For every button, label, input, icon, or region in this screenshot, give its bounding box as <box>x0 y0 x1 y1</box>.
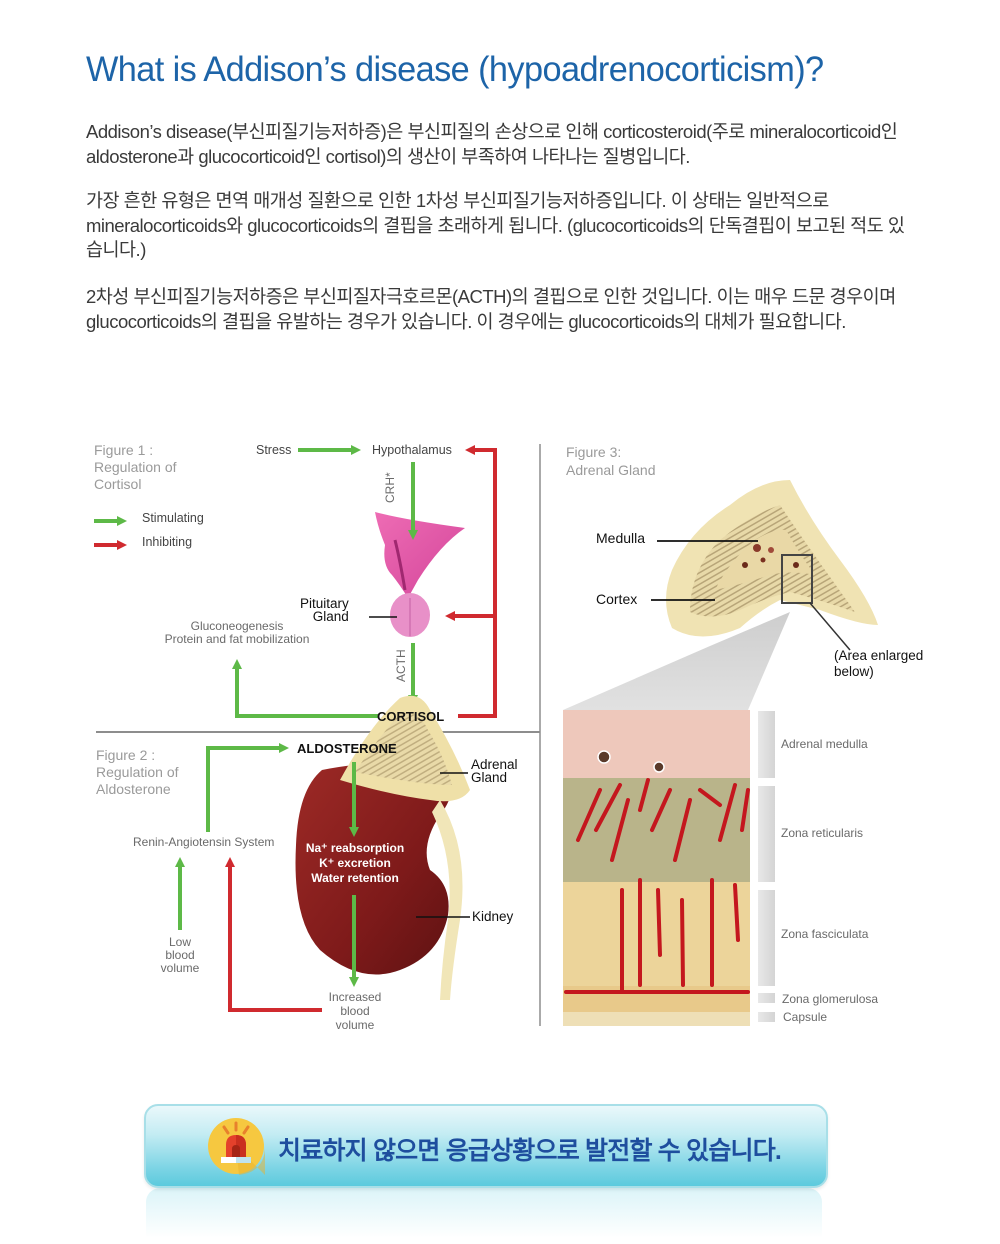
zone-label: Zona fasciculata <box>781 927 869 941</box>
figure2-title: Figure 2 : Regulation of Aldosterone <box>96 747 179 798</box>
figure1-title: Figure 1 : Regulation of Cortisol <box>94 442 177 493</box>
effects-line: Protein and fat mobilization <box>164 632 310 646</box>
effect-line: K⁺ excretion <box>319 856 391 870</box>
zone-bar-fasciculata <box>758 890 775 986</box>
figure1-title-line: Figure 1 : <box>94 442 154 458</box>
cortisol-effects-label: Gluconeogenesis Protein and fat mobiliza… <box>160 620 314 646</box>
area-line: below) <box>834 664 874 679</box>
zone-bar-medulla <box>758 711 775 778</box>
figure2-title-line: Figure 2 : <box>96 747 156 763</box>
effect-line: Na⁺ reabsorption <box>305 841 405 855</box>
low-blood-volume-label: Low blood volume <box>150 936 210 975</box>
adrenal-label-line: Adrenal <box>471 757 518 772</box>
zone-bar-glomerulosa <box>758 993 775 1003</box>
figure2-title-line: Regulation of <box>96 764 179 780</box>
banner-reflection <box>146 1188 822 1238</box>
pituitary-label-line: Gland <box>312 609 349 624</box>
effect-line: Water retention <box>311 871 399 885</box>
medulla-label: Medulla <box>596 530 646 546</box>
pituitary-label: Pituitary Gland <box>300 596 349 624</box>
low-line: volume <box>160 961 200 975</box>
zone-label: Zona glomerulosa <box>782 992 879 1006</box>
intro-paragraph: Addison’s disease(부신피질기능저하증)은 부신피질의 손상으로… <box>86 121 898 167</box>
crh-label: CRH* <box>383 472 397 503</box>
cortisol-label: CORTISOL <box>377 709 445 724</box>
inc-line: Increased <box>328 990 382 1004</box>
figure3-title-line: Figure 3: <box>566 444 622 460</box>
inc-line: blood <box>340 1004 370 1018</box>
figure3-title: Figure 3: Adrenal Gland <box>566 443 656 479</box>
legend-stimulating: Stimulating <box>142 511 204 525</box>
hypothalamus-label: Hypothalamus <box>372 443 452 457</box>
low-line: blood <box>165 948 195 962</box>
zone-label: Capsule <box>783 1010 828 1024</box>
effects-line: Gluconeogenesis <box>190 619 284 633</box>
siren-icon <box>208 1118 265 1175</box>
increased-blood-volume-label: Increased blood volume <box>320 990 390 1032</box>
secondary-type-paragraph: 2차성 부신피질기능저하증은 부신피질자극호르몬(ACTH)의 결핍으로 인한 … <box>86 286 896 332</box>
area-enlarged-label: (Area enlarged below) <box>834 648 923 680</box>
area-line: (Area enlarged <box>834 648 924 663</box>
aldosterone-label: ALDOSTERONE <box>297 741 397 756</box>
zone-bar-capsule <box>758 1012 775 1022</box>
zone-bar-reticularis <box>758 786 775 882</box>
figure3-title-line: Adrenal Gland <box>566 462 656 478</box>
adrenal-gland-label: Adrenal Gland <box>471 757 518 785</box>
primary-type-paragraph: 가장 흔한 유형은 면역 매개성 질환으로 인한 1차성 부신피질기능저하증입니… <box>86 190 905 260</box>
renin-angiotensin-label: Renin-Angiotensin System <box>133 835 275 849</box>
adrenal-label-line: Gland <box>471 770 508 785</box>
aldosterone-effects: Na⁺ reabsorption K⁺ excretion Water rete… <box>300 841 410 886</box>
stress-label: Stress <box>256 443 292 457</box>
warning-banner-text: 치료하지 않으면 응급상황으로 발전할 수 있습니다. <box>278 1137 782 1165</box>
legend-inhibiting: Inhibiting <box>142 535 193 549</box>
zone-label: Adrenal medulla <box>781 737 868 751</box>
figure1-title-line: Cortisol <box>94 476 142 492</box>
inc-line: volume <box>335 1018 375 1032</box>
zone-label: Zona reticularis <box>781 826 864 840</box>
cortex-label: Cortex <box>596 591 638 607</box>
acth-label: ACTH <box>394 649 408 682</box>
figure1-title-line: Regulation of <box>94 459 177 475</box>
low-line: Low <box>168 935 191 949</box>
figure2-title-line: Aldosterone <box>96 781 171 797</box>
kidney-label: Kidney <box>472 909 514 924</box>
pituitary-label-line: Pituitary <box>300 596 349 611</box>
page-title: What is Addison’s disease (hypoadrenocor… <box>86 50 824 89</box>
